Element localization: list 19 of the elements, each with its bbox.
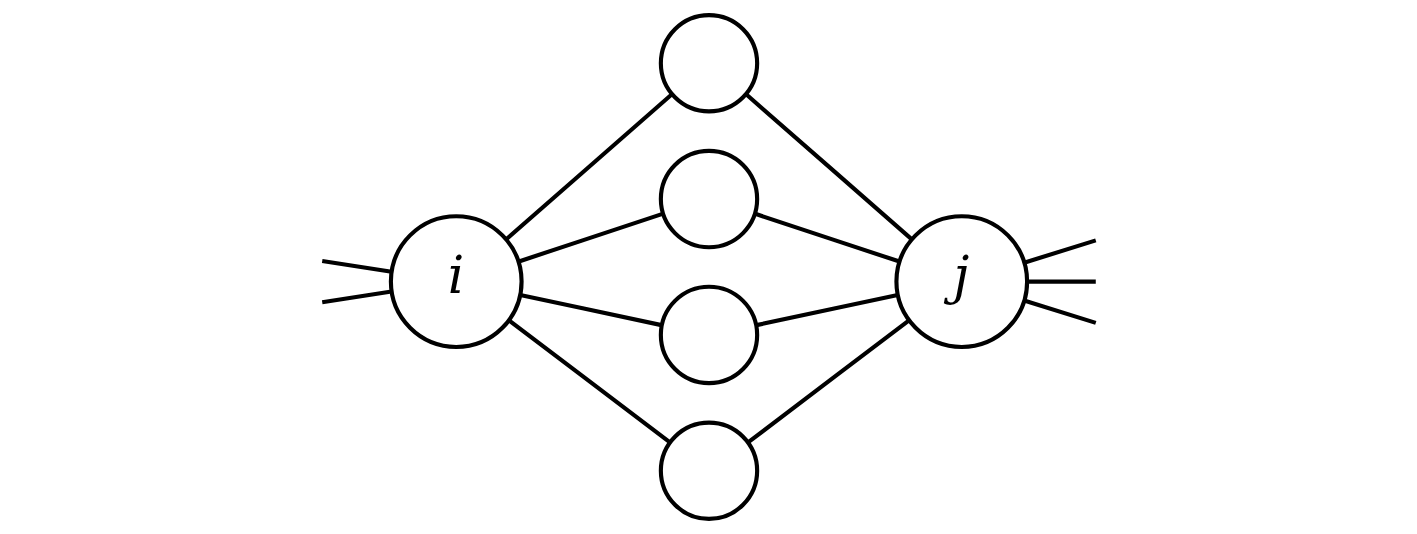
node-circle	[658, 284, 759, 386]
connector	[321, 289, 392, 305]
connector	[755, 292, 898, 328]
connector	[746, 318, 910, 445]
node-circle: j	[893, 214, 1029, 350]
connector	[1023, 238, 1096, 265]
connector	[744, 93, 913, 241]
connector	[507, 318, 671, 444]
node-circle	[658, 420, 759, 521]
node-circle	[658, 13, 759, 114]
connector	[754, 211, 900, 264]
connector	[517, 211, 663, 264]
connector	[519, 292, 662, 328]
node-circle: i	[388, 214, 524, 350]
connector	[1026, 279, 1096, 284]
node-circle	[658, 148, 759, 250]
connector	[1023, 298, 1096, 325]
connector	[321, 258, 392, 274]
connector	[504, 92, 673, 241]
